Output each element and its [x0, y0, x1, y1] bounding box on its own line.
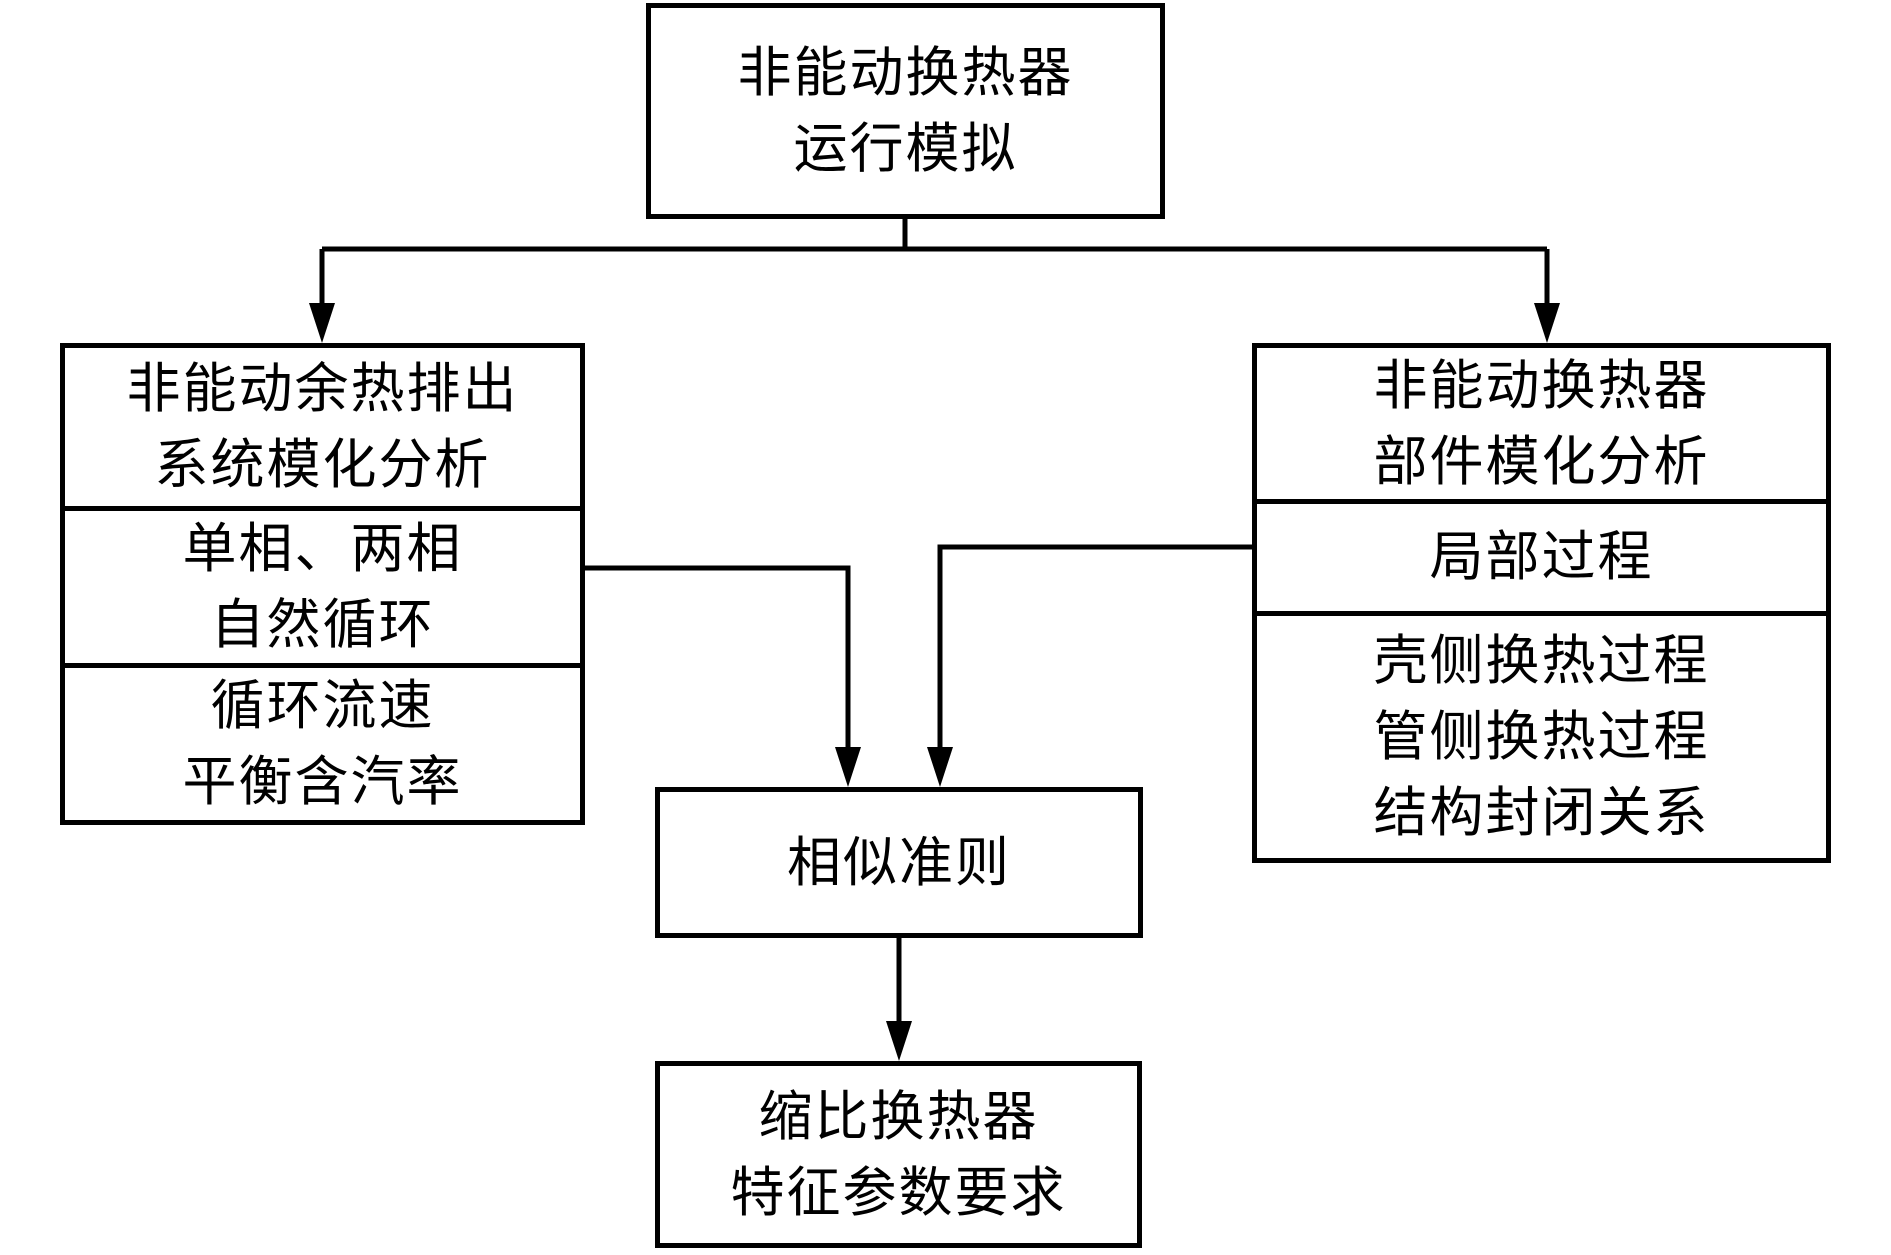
- node-line: 结构封闭关系: [1373, 782, 1710, 843]
- connector-left-to-similarity: [585, 565, 851, 750]
- node-operation-simulation: 非能动换热器 运行模拟: [646, 3, 1165, 219]
- node-similarity-criteria: 相似准则: [655, 787, 1143, 938]
- node-line: 部件模化分析: [1373, 431, 1710, 492]
- node-line: 局部过程: [1429, 527, 1654, 588]
- arrowhead-left: [309, 303, 335, 343]
- arrowhead-into-bottom: [886, 1021, 912, 1061]
- arrowhead-into-similarity-2: [927, 747, 953, 787]
- node-line: 循环流速: [210, 676, 435, 736]
- cell-heat-transfer-processes: 壳侧换热过程 管侧换热过程 结构封闭关系: [1257, 610, 1826, 858]
- node-line: 非能动余热排出: [126, 359, 519, 419]
- cell-system-scaling-analysis: 非能动余热排出 系统模化分析: [65, 348, 580, 506]
- cell-local-process: 局部过程: [1257, 499, 1826, 611]
- node-line: 相似准则: [787, 832, 1011, 893]
- node-line: 单相、两相: [182, 519, 463, 579]
- node-line: 壳侧换热过程: [1373, 630, 1710, 691]
- node-line: 特征参数要求: [730, 1162, 1067, 1223]
- node-line: 管侧换热过程: [1373, 706, 1710, 767]
- arrowhead-right: [1534, 303, 1560, 343]
- node-line: 缩比换热器: [758, 1086, 1039, 1147]
- node-scaled-exchanger-requirements: 缩比换热器 特征参数要求: [655, 1061, 1142, 1248]
- node-right-stack: 非能动换热器 部件模化分析 局部过程 壳侧换热过程 管侧换热过程 结构封闭关系: [1252, 343, 1831, 863]
- node-cell: 非能动换热器 运行模拟: [651, 8, 1160, 214]
- cell-natural-circulation: 单相、两相 自然循环: [65, 506, 580, 663]
- node-left-stack: 非能动余热排出 系统模化分析 单相、两相 自然循环 循环流速 平衡含汽率: [60, 343, 585, 825]
- cell-circulation-velocity: 循环流速 平衡含汽率: [65, 663, 580, 820]
- cell-component-scaling-analysis: 非能动换热器 部件模化分析: [1257, 348, 1826, 499]
- node-line: 非能动换热器: [737, 43, 1074, 103]
- node-line: 平衡含汽率: [182, 752, 463, 812]
- node-line: 运行模拟: [793, 119, 1018, 179]
- node-cell: 缩比换热器 特征参数要求: [660, 1066, 1137, 1243]
- node-line: 非能动换热器: [1373, 355, 1710, 416]
- node-line: 自然循环: [210, 595, 435, 655]
- node-cell: 相似准则: [660, 792, 1138, 933]
- node-line: 系统模化分析: [154, 435, 491, 495]
- connector-right-to-similarity: [937, 544, 1252, 750]
- arrowhead-into-similarity-1: [835, 747, 861, 787]
